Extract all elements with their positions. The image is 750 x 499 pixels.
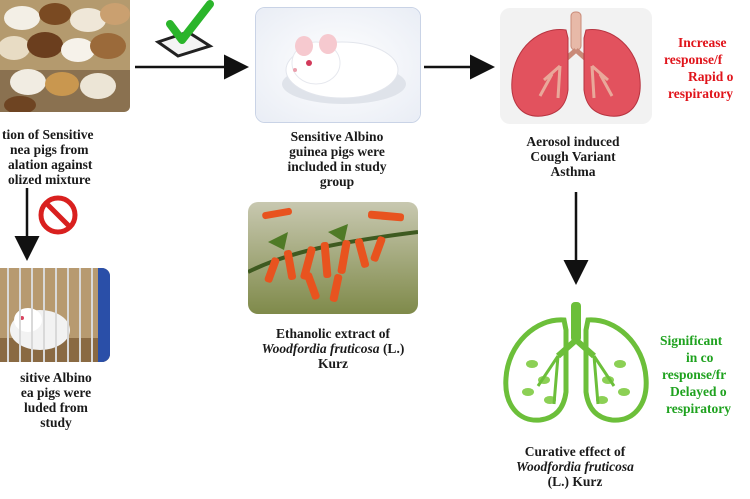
healthy-lungs-illustration <box>498 300 654 428</box>
selection-caption: tion of Sensitive nea pigs from alation … <box>2 127 94 187</box>
excluded-caption: sitive Albino ea pigs were luded from st… <box>20 370 92 430</box>
inflamed-lungs-illustration <box>500 8 652 124</box>
extract-caption: Ethanolic extract of Woodfordia fruticos… <box>261 326 405 371</box>
prohibited-icon <box>37 194 79 236</box>
included-group-caption: Sensitive Albino guinea pigs were includ… <box>287 129 387 189</box>
check-mark-icon <box>152 0 218 60</box>
albino-guinea-pig-photo <box>255 7 421 123</box>
increased-response-note: Increase response/f Rapid o respiratory <box>664 35 734 101</box>
guinea-pig-group-photo <box>0 0 130 112</box>
caged-guinea-pig-photo <box>0 268 110 362</box>
curative-caption: Curative effect of Woodfordia fruticosa … <box>516 444 634 489</box>
significant-effect-note: Significant in co response/fr Delayed o … <box>660 333 731 416</box>
woodfordia-flower-photo <box>248 202 418 314</box>
asthma-caption: Aerosol induced Cough Variant Asthma <box>526 134 620 179</box>
healthy-lungs-icon <box>503 302 649 423</box>
